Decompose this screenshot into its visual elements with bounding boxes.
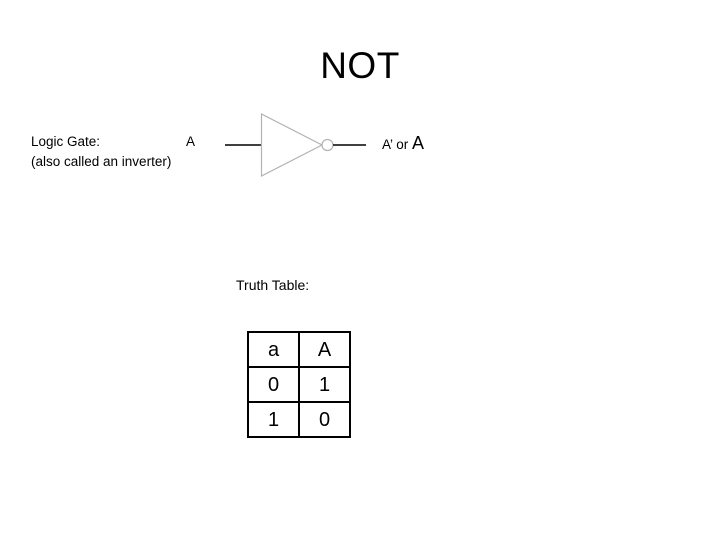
inversion-bubble-circle xyxy=(321,138,334,152)
gate-input-label: A xyxy=(186,134,196,149)
logic-gate-label: Logic Gate: xyxy=(31,134,101,149)
table-cell-input: 1 xyxy=(247,401,300,438)
output-label-prefix: A’ or xyxy=(382,137,413,152)
inverter-subtitle: (also called an inverter) xyxy=(31,154,172,169)
gate-triangle xyxy=(260,113,324,177)
table-row: 0 1 xyxy=(247,366,351,403)
table-cell-input: 0 xyxy=(247,366,300,403)
not-gate-diagram xyxy=(218,104,378,188)
table-header-cell-input: a xyxy=(247,331,300,368)
page-title: NOT xyxy=(320,45,400,86)
table-row: 1 0 xyxy=(247,401,351,438)
gate-output-label: A’ or A xyxy=(382,133,424,155)
table-header-row: a A xyxy=(247,331,351,368)
table-header-cell-output: A xyxy=(298,331,351,368)
truth-table-caption: Truth Table: xyxy=(236,277,310,293)
truth-table: a A 0 1 1 0 xyxy=(247,331,351,438)
caption-line-primary: Logic Gate: A xyxy=(31,132,246,152)
output-label-negated: A xyxy=(412,133,425,153)
not-gate-svg xyxy=(225,113,366,177)
logic-gate-caption: Logic Gate: A (also called an inverter) xyxy=(31,132,246,172)
table-cell-output: 1 xyxy=(298,366,351,403)
table-cell-output: 0 xyxy=(298,401,351,438)
